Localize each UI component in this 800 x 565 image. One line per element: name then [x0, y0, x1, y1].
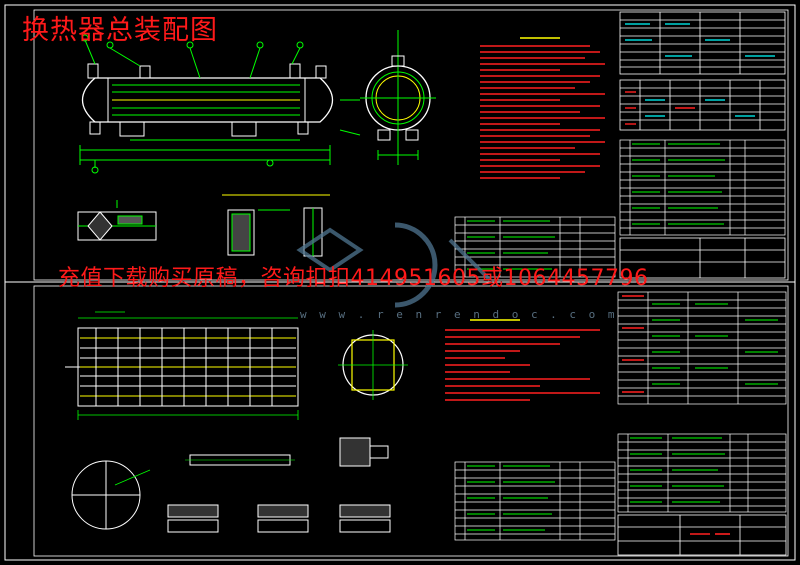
part-number-balloons	[81, 34, 304, 174]
technical-requirements-upper	[480, 37, 605, 179]
table-value-marks	[625, 23, 775, 117]
joint-details	[167, 437, 391, 533]
tie-rod-detail	[185, 454, 295, 466]
heat-exchanger-elevation-view	[79, 39, 361, 168]
section-a-view	[71, 460, 151, 530]
tube-bundle-view	[65, 327, 299, 407]
parts-list-lower-right-text	[630, 437, 725, 503]
design-data-table	[619, 11, 786, 75]
ad-banner-text: 充值下载购买原稿，咨询扣扣414951605或1064457796	[58, 266, 649, 291]
weld-groove-detail	[222, 194, 330, 257]
table-red-marks	[625, 91, 695, 125]
watermark-logo	[296, 222, 492, 308]
nozzle-table	[619, 79, 786, 131]
title-block-upper	[619, 237, 786, 279]
parts-list-lower-right	[617, 433, 787, 513]
tube-design-table-text	[652, 303, 778, 385]
parts-list-lower-left-text	[467, 465, 555, 531]
parts-list-upper-text	[632, 143, 725, 225]
tube-design-table-labels	[622, 295, 644, 393]
tube-design-table	[617, 291, 787, 405]
technical-requirements-lower	[445, 319, 600, 401]
drawing-title: 换热器总装配图	[22, 15, 218, 46]
baffle-cross-section	[338, 330, 408, 400]
tube-bundle-dimensions	[77, 311, 299, 420]
parts-list-upper	[619, 139, 786, 236]
heat-exchanger-side-view	[360, 30, 436, 165]
title-block-lower	[617, 514, 787, 556]
detail-view-1	[77, 200, 157, 241]
watermark-url: w w w . r e n r e n d o c . c o m	[300, 308, 618, 321]
parts-list-lower-left	[454, 461, 616, 541]
